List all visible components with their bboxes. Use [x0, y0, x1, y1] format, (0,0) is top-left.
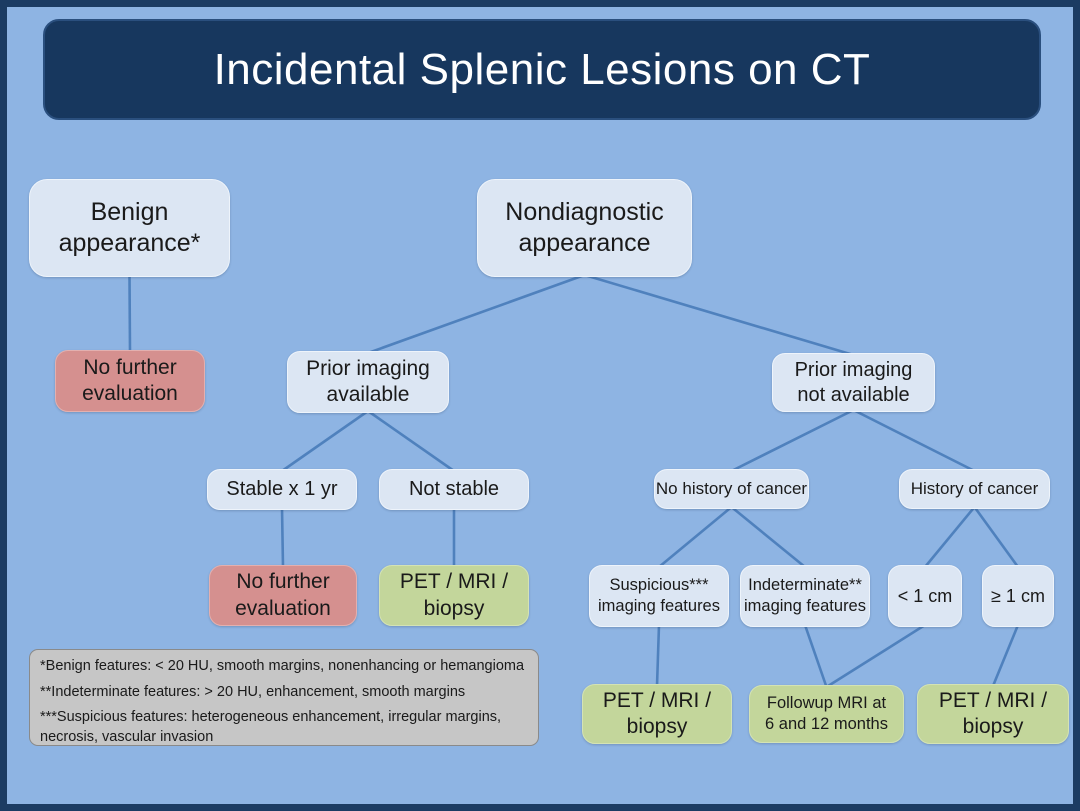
node-stable-x-1-yr: Stable x 1 yr	[207, 469, 357, 510]
node-pet-mri-biopsy-3: PET / MRI / biopsy	[917, 684, 1069, 744]
edge-prior_not_available-to-no_history	[730, 408, 855, 473]
edge-benign-to-no_further_1	[128, 274, 132, 353]
footnote-benign-features: *Benign features: < 20 HU, smooth margin…	[40, 658, 525, 674]
node-followup-mri: Followup MRI at 6 and 12 months	[749, 685, 904, 743]
footnote-indeterminate-features: **Indeterminate features: > 20 HU, enhan…	[40, 683, 466, 700]
edge-prior_available-to-stable	[281, 409, 369, 473]
node-no-history-of-cancer: No history of cancer	[654, 469, 809, 509]
edge-ge_1cm-to-pet_3	[991, 624, 1020, 687]
node-no-further-evaluation-2: No further evaluation	[209, 565, 357, 626]
node-indeterminate-imaging-features: Indeterminate** imaging features	[740, 565, 870, 627]
edge-stable-to-no_further_2	[280, 507, 285, 568]
node-nondiagnostic-appearance: Nondiagnostic appearance	[477, 179, 692, 277]
edge-layer	[128, 273, 1020, 689]
footnote-suspicious-features: ***Suspicious features: heterogeneous en…	[40, 709, 502, 745]
node-history-of-cancer: History of cancer	[899, 469, 1050, 509]
edge-suspicious-to-pet_2	[655, 624, 661, 687]
edge-nondiagnostic-to-prior_not_available	[584, 273, 854, 357]
node-suspicious-imaging-features: Suspicious*** imaging features	[589, 565, 729, 627]
edge-history-to-ge_1cm	[973, 506, 1020, 568]
node-prior-imaging-not-available: Prior imaging not available	[772, 353, 935, 412]
node-no-further-evaluation-1: No further evaluation	[55, 350, 205, 412]
page-title: Incidental Splenic Lesions on CT	[213, 44, 871, 94]
footnotes-box: *Benign features: < 20 HU, smooth margin…	[29, 649, 539, 746]
edge-prior_available-to-not_stable	[367, 409, 455, 473]
edge-history-to-lt_1cm	[923, 506, 976, 568]
title-bar: Incidental Splenic Lesions on CT	[43, 19, 1041, 120]
node-pet-mri-biopsy-1: PET / MRI / biopsy	[379, 565, 529, 626]
edge-no_history-to-suspicious	[658, 505, 733, 569]
edge-lt_1cm-to-followup	[825, 623, 926, 689]
node-pet-mri-biopsy-2: PET / MRI / biopsy	[582, 684, 732, 744]
node-not-stable: Not stable	[379, 469, 529, 510]
node-greater-equal-1cm: ≥ 1 cm	[982, 565, 1054, 627]
node-less-than-1cm: < 1 cm	[888, 565, 962, 627]
edge-prior_not_available-to-history	[852, 408, 976, 473]
edge-indeterminate-to-followup	[803, 624, 828, 688]
edge-no_history-to-indeterminate	[730, 505, 806, 569]
node-prior-imaging-available: Prior imaging available	[287, 351, 449, 413]
node-benign-appearance: Benign appearance*	[29, 179, 230, 277]
edge-nondiagnostic-to-prior_available	[367, 273, 585, 355]
